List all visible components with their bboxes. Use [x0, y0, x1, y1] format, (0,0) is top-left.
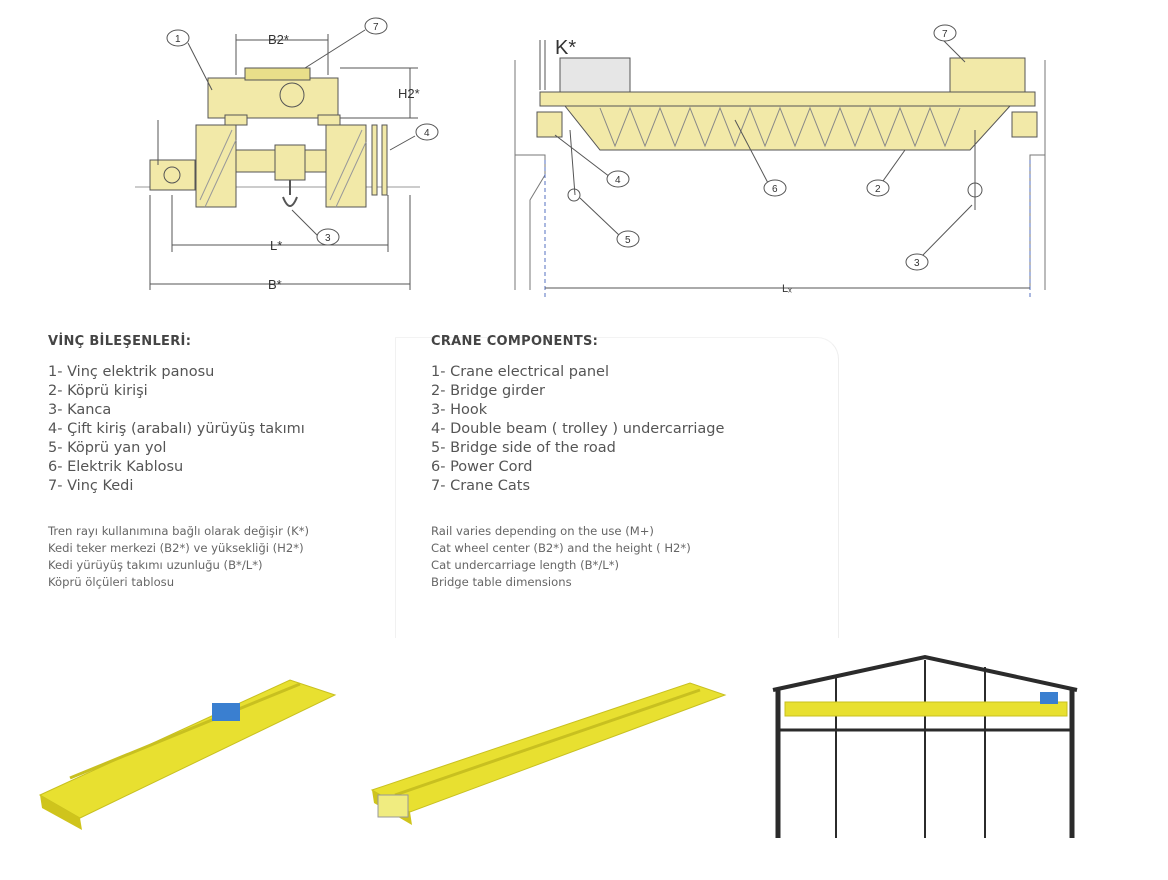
callout-7: 7 [942, 29, 948, 40]
dim-b2: B2* [268, 32, 289, 47]
list-item: 2- Köprü kirişi [48, 383, 148, 399]
note: Kedi yürüyüş takımı uzunluğu (B*/L*) [48, 558, 263, 572]
callout-1: 1 [175, 34, 181, 45]
building-frame-render [772, 654, 1078, 838]
side-view-diagram [135, 17, 439, 290]
dim-k: K* [555, 37, 576, 59]
turkish-components: VİNÇ BİLEŞENLERİ: 1- Vinç elektrik panos… [48, 334, 309, 591]
double-girder-render [38, 679, 337, 830]
list-item: 6- Elektrik Kablosu [48, 459, 184, 475]
callout-4: 4 [424, 128, 430, 139]
note: Cat wheel center (B2*) and the height ( … [431, 541, 691, 555]
components-card [395, 337, 839, 638]
list-item: 1- Vinç elektrik panosu [48, 364, 215, 380]
note: Rail varies depending on the use (M+) [431, 524, 654, 538]
callout-3: 3 [914, 258, 920, 269]
list-item: 1- Crane electrical panel [431, 364, 610, 380]
list-item: 4- Double beam ( trolley ) undercarriage [431, 421, 725, 437]
english-heading: CRANE COMPONENTS: [431, 334, 599, 349]
callout-6: 6 [772, 184, 778, 195]
callout-3: 3 [325, 233, 331, 244]
list-item: 4- Çift kiriş (arabalı) yürüyüş takımı [48, 421, 305, 437]
callout-5: 5 [625, 235, 631, 246]
note: Tren rayı kullanımına bağlı olarak değiş… [48, 524, 310, 538]
front-view-diagram [514, 24, 1046, 300]
list-item: 5- Bridge side of the road [431, 440, 616, 456]
callout-2: 2 [875, 184, 881, 195]
list-item: 7- Vinç Kedi [48, 478, 134, 494]
dim-h2: H2* [398, 86, 420, 101]
single-girder-render [370, 682, 727, 825]
callout-4: 4 [615, 175, 621, 186]
list-item: 3- Hook [431, 402, 488, 418]
note: Cat undercarriage length (B*/L*) [431, 558, 620, 572]
dim-l: L* [270, 238, 282, 253]
list-item: 3- Kanca [48, 402, 112, 418]
note: Köprü ölçüleri tablosu [48, 575, 175, 589]
turkish-heading: VİNÇ BİLEŞENLERİ: [48, 334, 192, 349]
callout-7: 7 [373, 22, 379, 33]
list-item: 6- Power Cord [431, 459, 533, 475]
list-item: 7- Crane Cats [431, 478, 531, 494]
note: Kedi teker merkezi (B2*) ve yüksekliği (… [48, 541, 304, 555]
dim-b: B* [268, 277, 282, 292]
note: Bridge table dimensions [431, 575, 572, 589]
list-item: 2- Bridge girder [431, 383, 545, 399]
list-item: 5- Köprü yan yol [48, 440, 167, 456]
dim-lx: Lₓ [782, 283, 792, 295]
english-components: CRANE COMPONENTS: 1- Crane electrical pa… [431, 334, 724, 591]
